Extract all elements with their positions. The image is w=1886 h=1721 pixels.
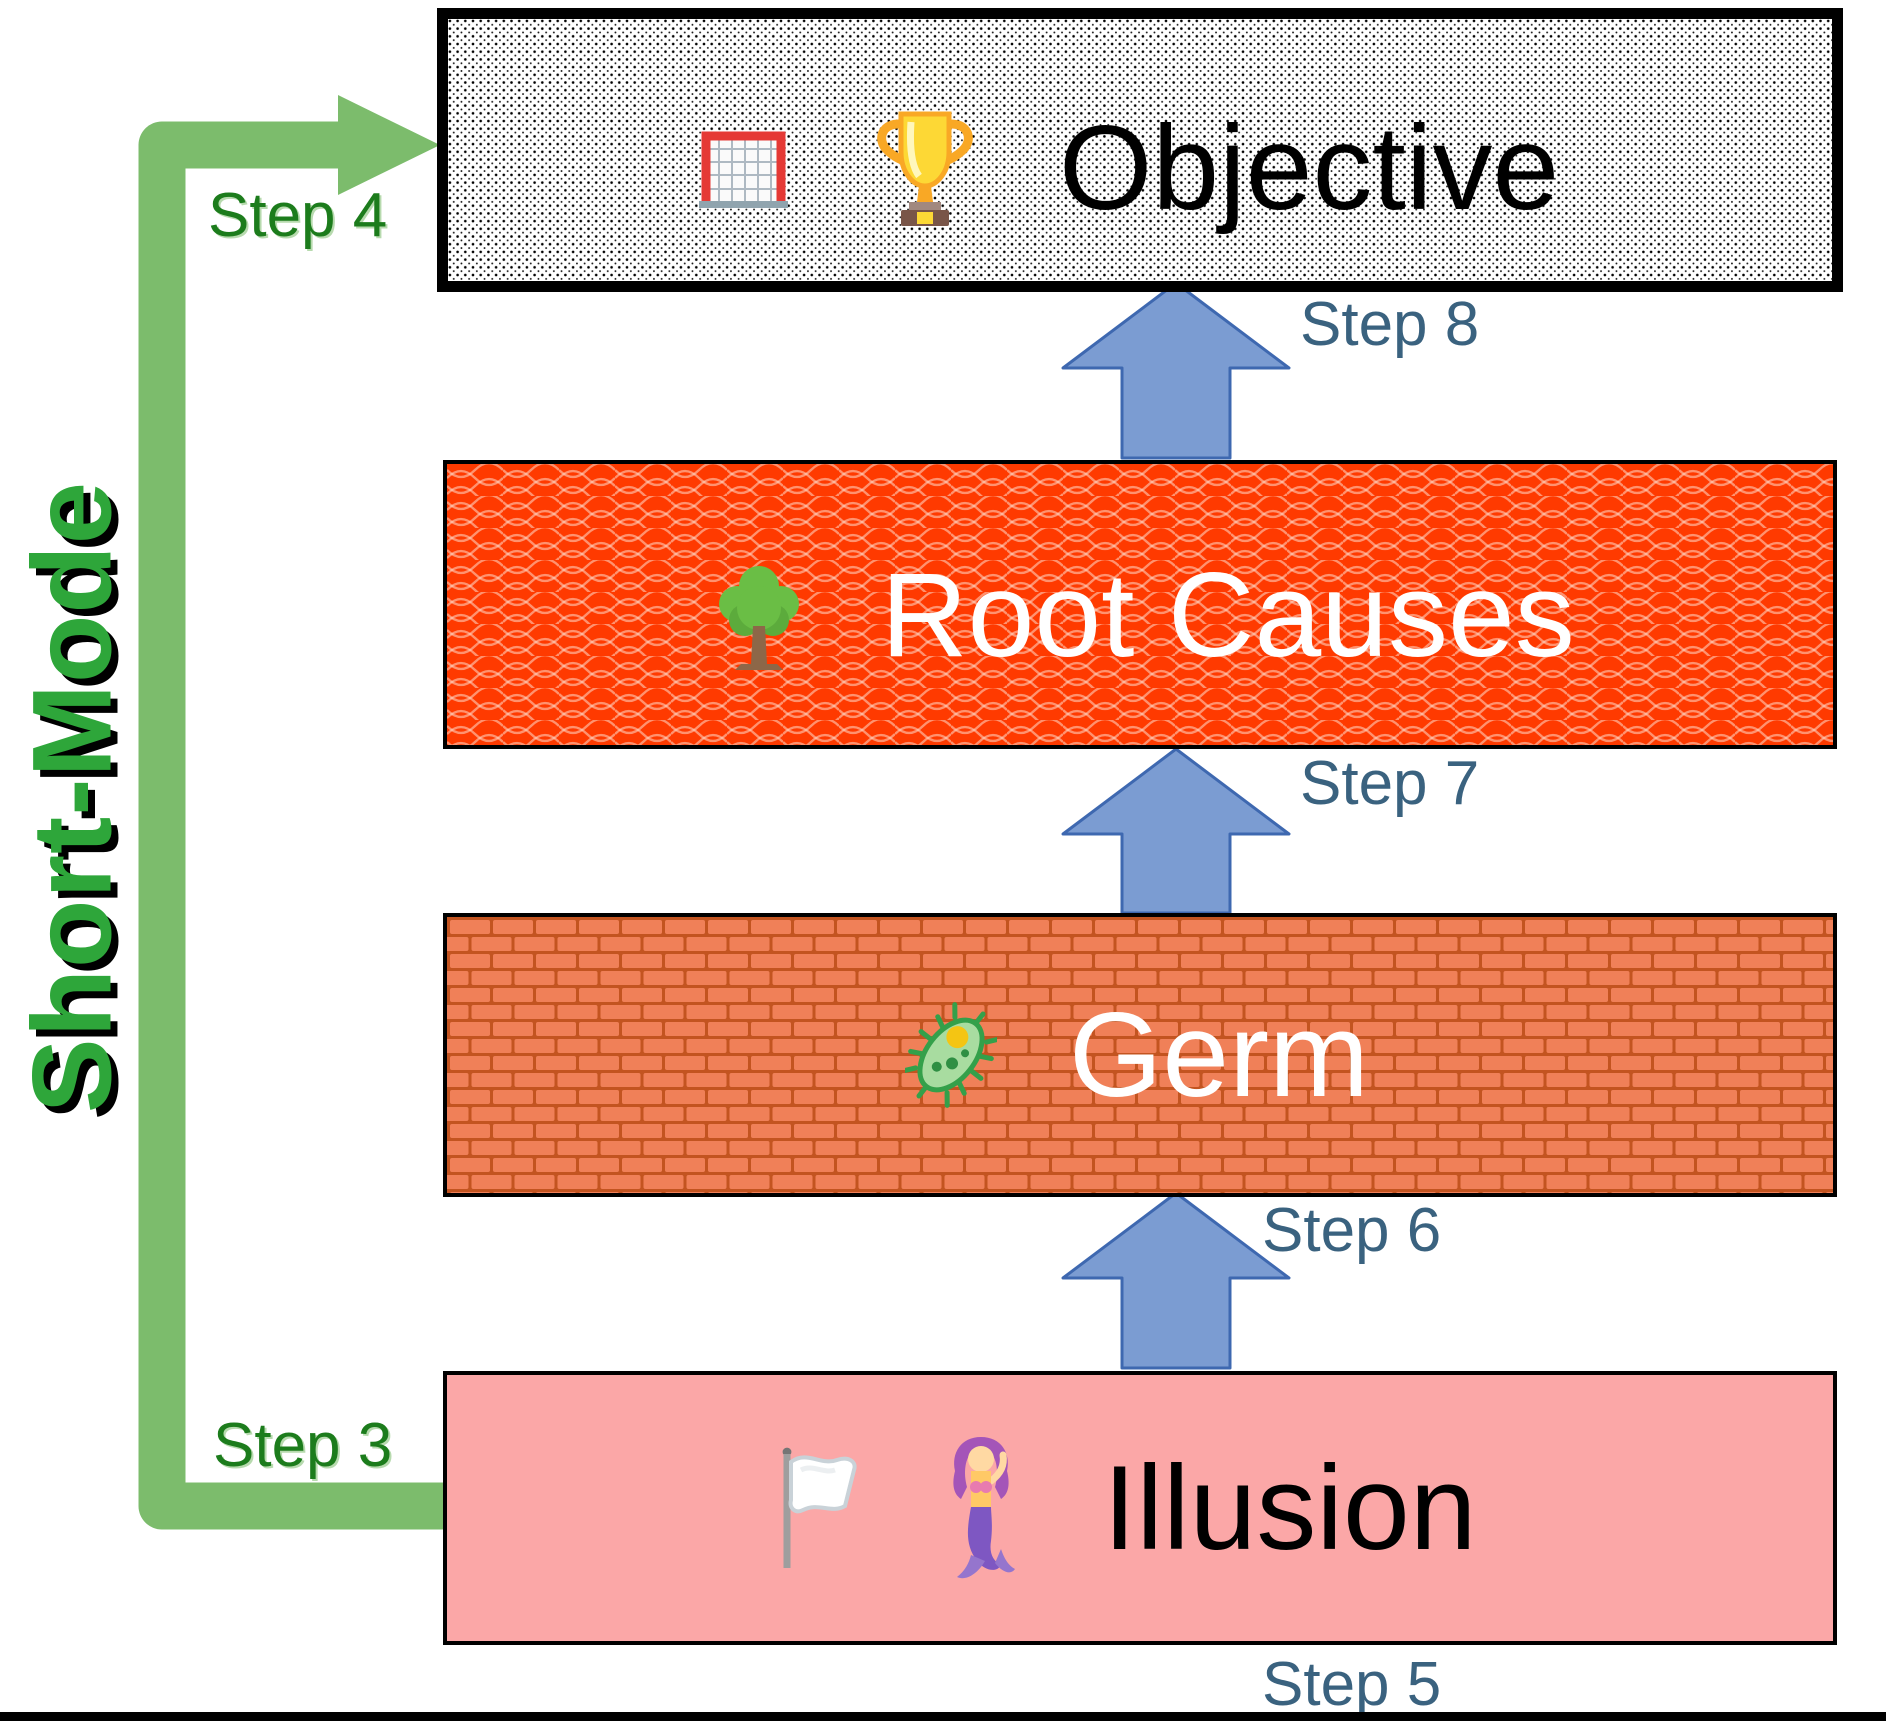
up-arrow-step7-icon (1061, 747, 1291, 915)
up-arrow-step6-icon (1061, 1191, 1291, 1370)
mermaid-icon (953, 1437, 1015, 1579)
step6-label: Step 6 (1262, 1196, 1442, 1265)
tree-icon (719, 565, 799, 670)
illusion-content: Illusion (447, 1375, 1833, 1641)
step7-label: Step 7 (1300, 749, 1480, 818)
objective-title: Objective (1059, 101, 1560, 235)
illusion-title: Illusion (1103, 1441, 1477, 1575)
short-mode-bypass-arrow (138, 121, 443, 1530)
short-mode-title: Short-Mode (9, 480, 135, 1114)
step5-label: Step 5 (1262, 1650, 1442, 1719)
germ-content: Germ (447, 917, 1833, 1193)
weave-pattern-bg (447, 464, 1833, 745)
trophy-icon (877, 111, 973, 226)
step3-label: Step 3 (213, 1411, 393, 1480)
up-arrow-step8-icon (1061, 281, 1291, 460)
box-objective: Objective (437, 8, 1843, 292)
white-flag-icon (782, 1447, 857, 1568)
root-causes-content: Root Causes (447, 464, 1833, 755)
root-causes-title: Root Causes (881, 547, 1575, 682)
objective-content: Objective (448, 19, 1832, 299)
short-mode-arrowhead-icon (338, 95, 440, 195)
dotted-pattern-bg (448, 19, 1832, 281)
goal-net-icon (699, 131, 788, 208)
box-illusion: Illusion (443, 1371, 1837, 1645)
bottom-rule (0, 1712, 1886, 1721)
germ-title: Germ (1069, 988, 1369, 1122)
microbe-icon (905, 1002, 997, 1108)
brick-pattern-bg (447, 917, 1833, 1193)
step8-label: Step 8 (1300, 290, 1480, 359)
box-root-causes: Root Causes (443, 460, 1837, 749)
box-germ: Germ (443, 913, 1837, 1197)
step4-label: Step 4 (208, 181, 388, 250)
